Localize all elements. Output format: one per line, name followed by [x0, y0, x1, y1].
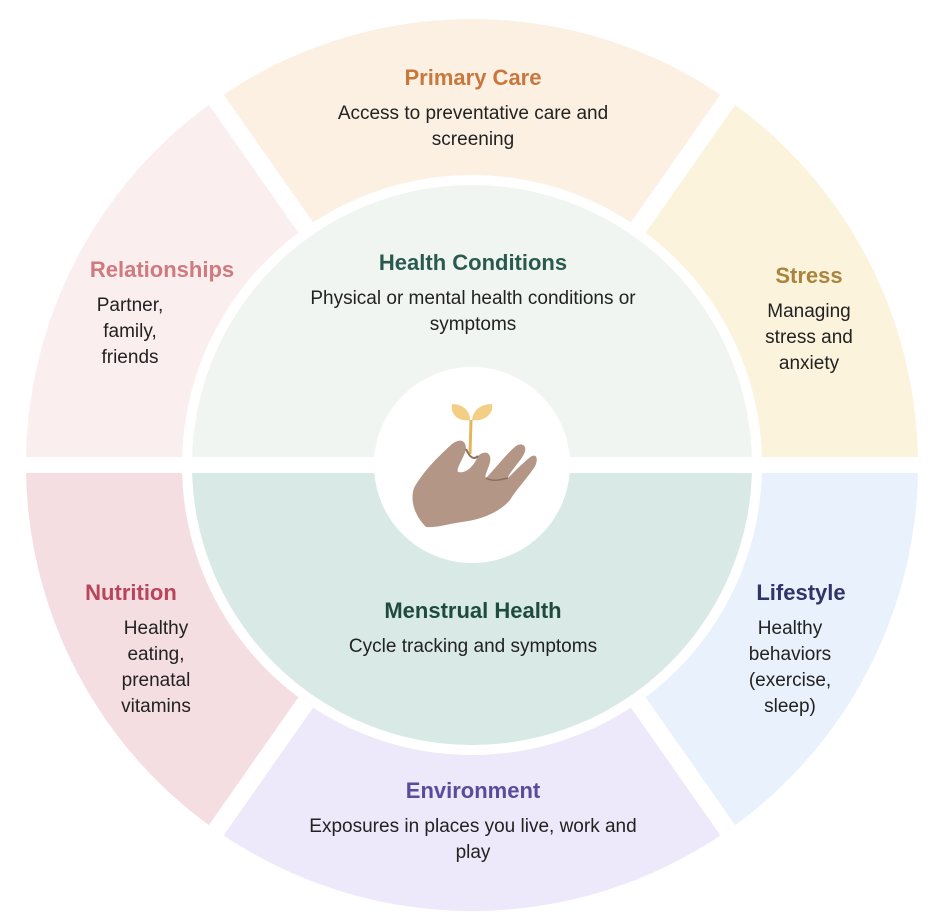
- section-description: Physical or mental health conditions or …: [310, 288, 636, 335]
- segment-shape-relationships: [26, 99, 306, 465]
- section-menstrual-health: Menstrual Health Cycle tracking and symp…: [312, 597, 634, 660]
- segment-description: Partner, family, friends: [96, 295, 164, 368]
- segment-shape-lifestyle: [638, 465, 918, 831]
- segment-lifestyle: Lifestyle Healthy behaviors (exercise, s…: [738, 579, 864, 720]
- segment-divider: [206, 91, 316, 236]
- segment-primary-care: Primary Care Access to preventative care…: [305, 64, 641, 153]
- segment-stress: Stress Managing stress and anxiety: [752, 262, 866, 377]
- outer-ring: [26, 19, 918, 911]
- hand-holding-sprout-icon: [412, 404, 537, 528]
- segment-title: Relationships: [89, 257, 235, 282]
- section-shape-health-conditions: [192, 185, 752, 465]
- segment-description: Exposures in places you live, work and p…: [309, 816, 637, 863]
- segment-title: Lifestyle: [756, 580, 846, 605]
- segment-description: Managing stress and anxiety: [765, 301, 853, 374]
- segment-divider: [628, 694, 738, 839]
- center-circle: [374, 367, 570, 563]
- segment-description: Healthy eating, prenatal vitamins: [121, 618, 191, 717]
- section-health-conditions: Health Conditions Physical or mental hea…: [297, 249, 649, 338]
- section-title: Menstrual Health: [384, 598, 562, 623]
- inner-disc: [192, 185, 752, 745]
- segment-shape-primary-care: [216, 19, 728, 228]
- segment-description: Access to preventative care and screenin…: [337, 103, 609, 150]
- segment-title: Stress: [775, 263, 843, 288]
- segment-description: Healthy behaviors (exercise, sleep): [748, 618, 832, 717]
- segment-nutrition: Nutrition Healthy eating, prenatal vitam…: [70, 579, 210, 720]
- segment-shape-environment: [216, 702, 728, 911]
- segment-divider: [628, 91, 738, 236]
- segment-shape-stress: [638, 99, 918, 465]
- section-description: Cycle tracking and symptoms: [348, 636, 598, 657]
- segment-divider: [206, 694, 316, 839]
- segment-title: Nutrition: [85, 580, 177, 605]
- segment-relationships: Relationships Partner, family, friends: [78, 256, 246, 371]
- section-title: Health Conditions: [378, 250, 568, 275]
- segment-environment: Environment Exposures in places you live…: [300, 777, 646, 866]
- segment-title: Primary Care: [404, 65, 542, 90]
- section-shape-menstrual-health: [192, 465, 752, 745]
- segment-title: Environment: [405, 778, 541, 803]
- segment-shape-nutrition: [26, 465, 306, 831]
